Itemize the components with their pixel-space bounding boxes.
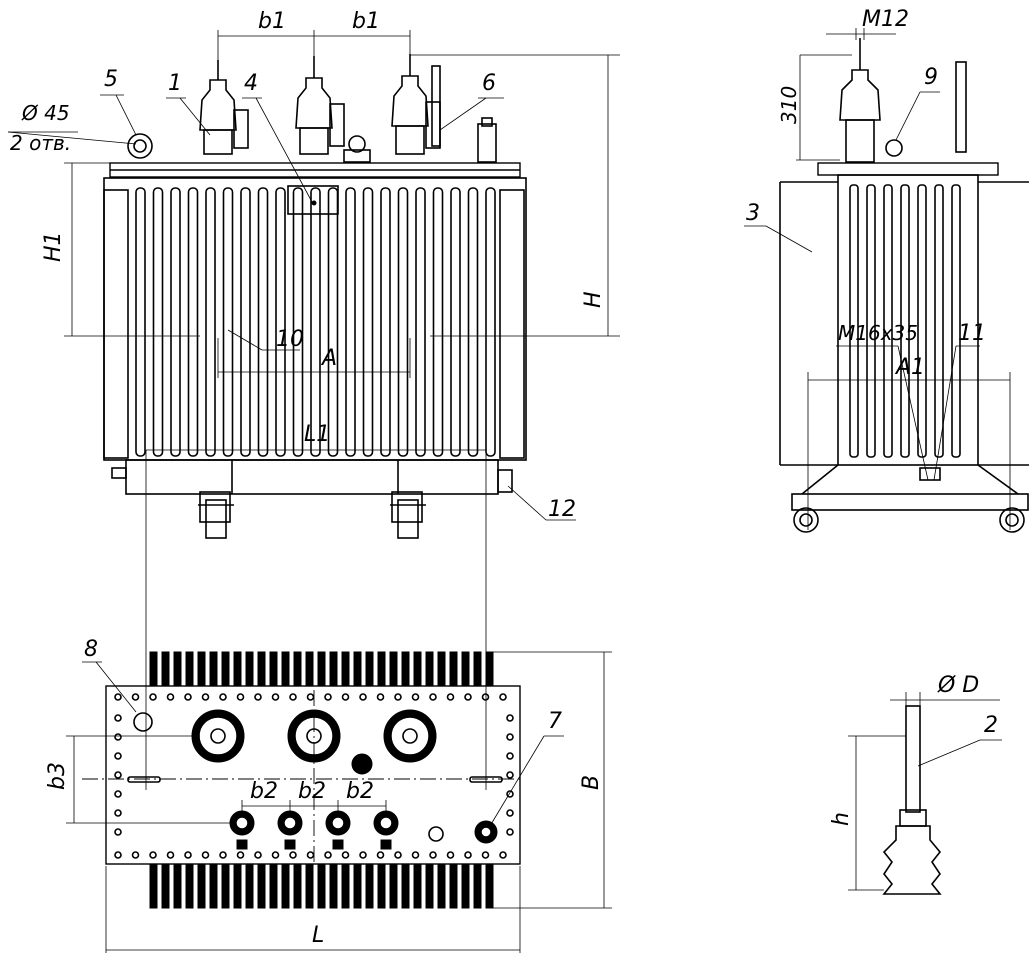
callout-5: 5: [104, 67, 118, 92]
side-view: [779, 38, 1029, 533]
callout-11: 11: [958, 321, 986, 346]
bushing-detail-view: [848, 692, 1002, 895]
callout-10: 10: [276, 327, 304, 352]
top-hv-bushing-3: [383, 709, 437, 763]
dim-b1-right: b1: [352, 9, 380, 34]
dim-H1: H1: [41, 231, 66, 262]
holes-count-label: 2 отв.: [10, 131, 71, 155]
callout-2: 2: [984, 713, 998, 738]
dim-b2-1: b2: [250, 779, 278, 804]
callout-8: 8: [84, 637, 98, 662]
dim-A1: A1: [894, 355, 925, 380]
dim-b2-2: b2: [298, 779, 326, 804]
top-dimensions: [66, 449, 612, 953]
dim-L: L: [312, 923, 324, 948]
dim-A: A: [320, 346, 337, 371]
dim-b1-left: b1: [258, 9, 286, 34]
front-labels: b1 b1 Ø 45 2 отв. 5 1 4 6 10 12 A H1 H: [10, 9, 606, 522]
thread-M12: M12: [862, 7, 909, 32]
hv-bushing-2: [295, 56, 345, 155]
callout-12: 12: [548, 497, 576, 522]
side-dimensions: [744, 28, 1011, 530]
bolt-M16: M16x35: [838, 321, 918, 345]
callout-4: 4: [244, 71, 258, 96]
top-view: [82, 651, 521, 909]
dim-H: H: [581, 291, 606, 308]
dim-D: Ø D: [937, 673, 979, 698]
callout-9: 9: [924, 65, 938, 90]
front-view: [103, 54, 527, 539]
hv-bushing-1: [199, 60, 249, 155]
top-labels: L1 L B b3 b2 b2 b2 8 7: [45, 422, 604, 948]
side-labels: M12 310 9 3 M16x35 11 A1: [746, 7, 986, 380]
oil-gauge: [431, 65, 441, 147]
dim-b3: b3: [45, 762, 70, 790]
dim-B: B: [579, 775, 604, 790]
callout-3: 3: [746, 201, 760, 226]
nameplate: [287, 185, 339, 215]
callout-1: 1: [168, 71, 182, 96]
callout-7: 7: [548, 709, 562, 734]
lifting-eye: [127, 133, 153, 159]
top-hv-bushing-1: [191, 709, 245, 763]
front-dimensions: [7, 30, 620, 521]
dim-b2-3: b2: [346, 779, 374, 804]
wheel-left: [198, 491, 234, 539]
callout-6: 6: [482, 71, 496, 96]
grounding-bolt: [919, 467, 941, 481]
dim-310: 310: [777, 86, 801, 124]
bushing-detail-labels: Ø D 2 h: [829, 673, 998, 826]
hole-diameter-label: Ø 45: [21, 101, 70, 125]
dim-L1: L1: [304, 422, 330, 447]
dim-h: h: [829, 812, 854, 826]
wheel-right: [390, 491, 426, 539]
